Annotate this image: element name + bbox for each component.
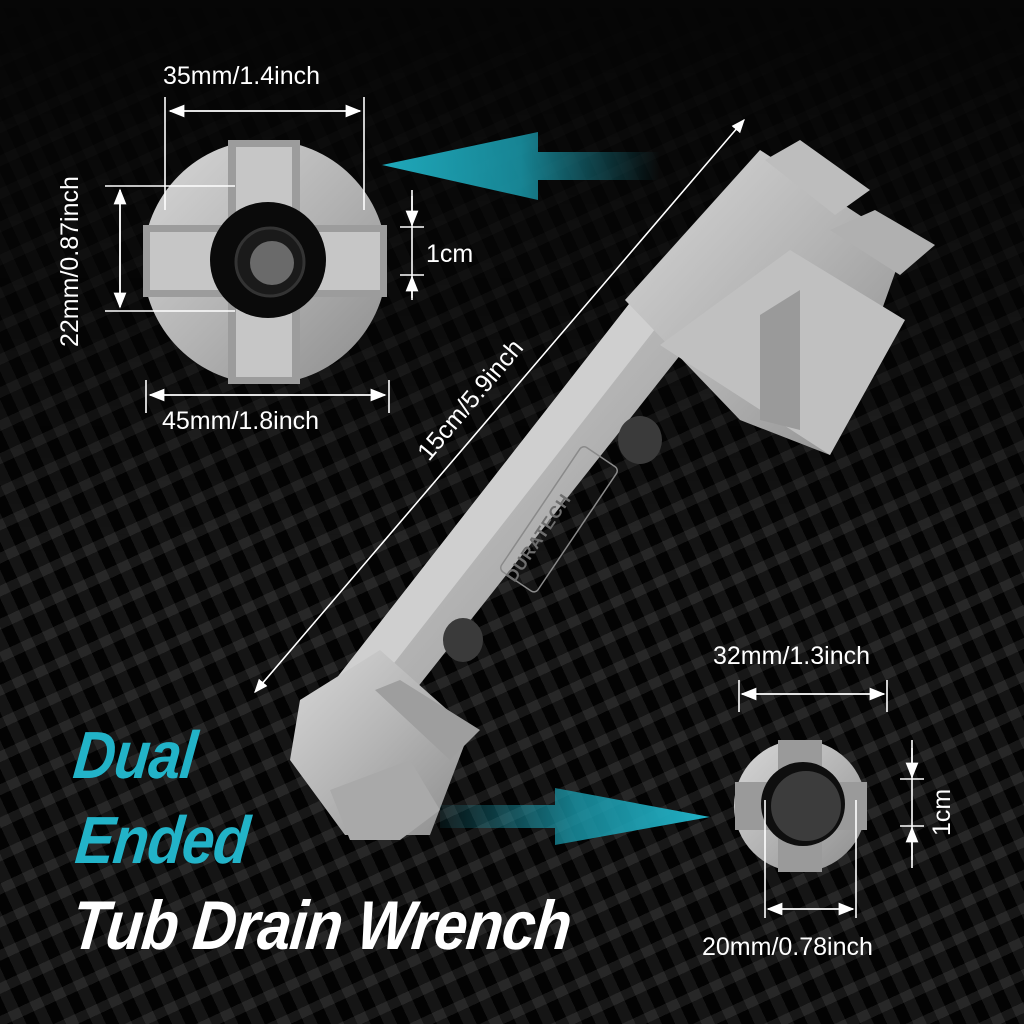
large-end-view (143, 140, 387, 384)
small-end-top-width-label: 32mm/1.3inch (713, 642, 871, 670)
wrench-body (300, 290, 700, 760)
overall-length-dimension-line (254, 118, 745, 694)
large-end-dimension-lines (105, 97, 424, 413)
small-end-dimension-lines (738, 680, 924, 918)
large-end-inner-height-label: 22mm/0.87inch (56, 176, 84, 347)
teal-arrow-left-icon (382, 132, 660, 200)
headline-line-1: Dual (70, 718, 200, 793)
teal-arrow-right-icon (440, 788, 710, 845)
headline-line-2: Ended (72, 803, 253, 878)
large-end-bottom-width-label: 45mm/1.8inch (162, 407, 320, 435)
small-end-view (734, 740, 867, 872)
large-end-slot-width-label: 1cm (426, 240, 474, 268)
wrench-small-head (290, 650, 480, 840)
headline-line-3: Tub Drain Wrench (68, 886, 575, 964)
small-end-slot-width-label: 1cm (928, 788, 956, 836)
small-end-bottom-width-label: 20mm/0.78inch (702, 933, 873, 961)
large-end-top-width-label: 35mm/1.4inch (163, 62, 321, 90)
wrench-large-head (625, 140, 935, 455)
